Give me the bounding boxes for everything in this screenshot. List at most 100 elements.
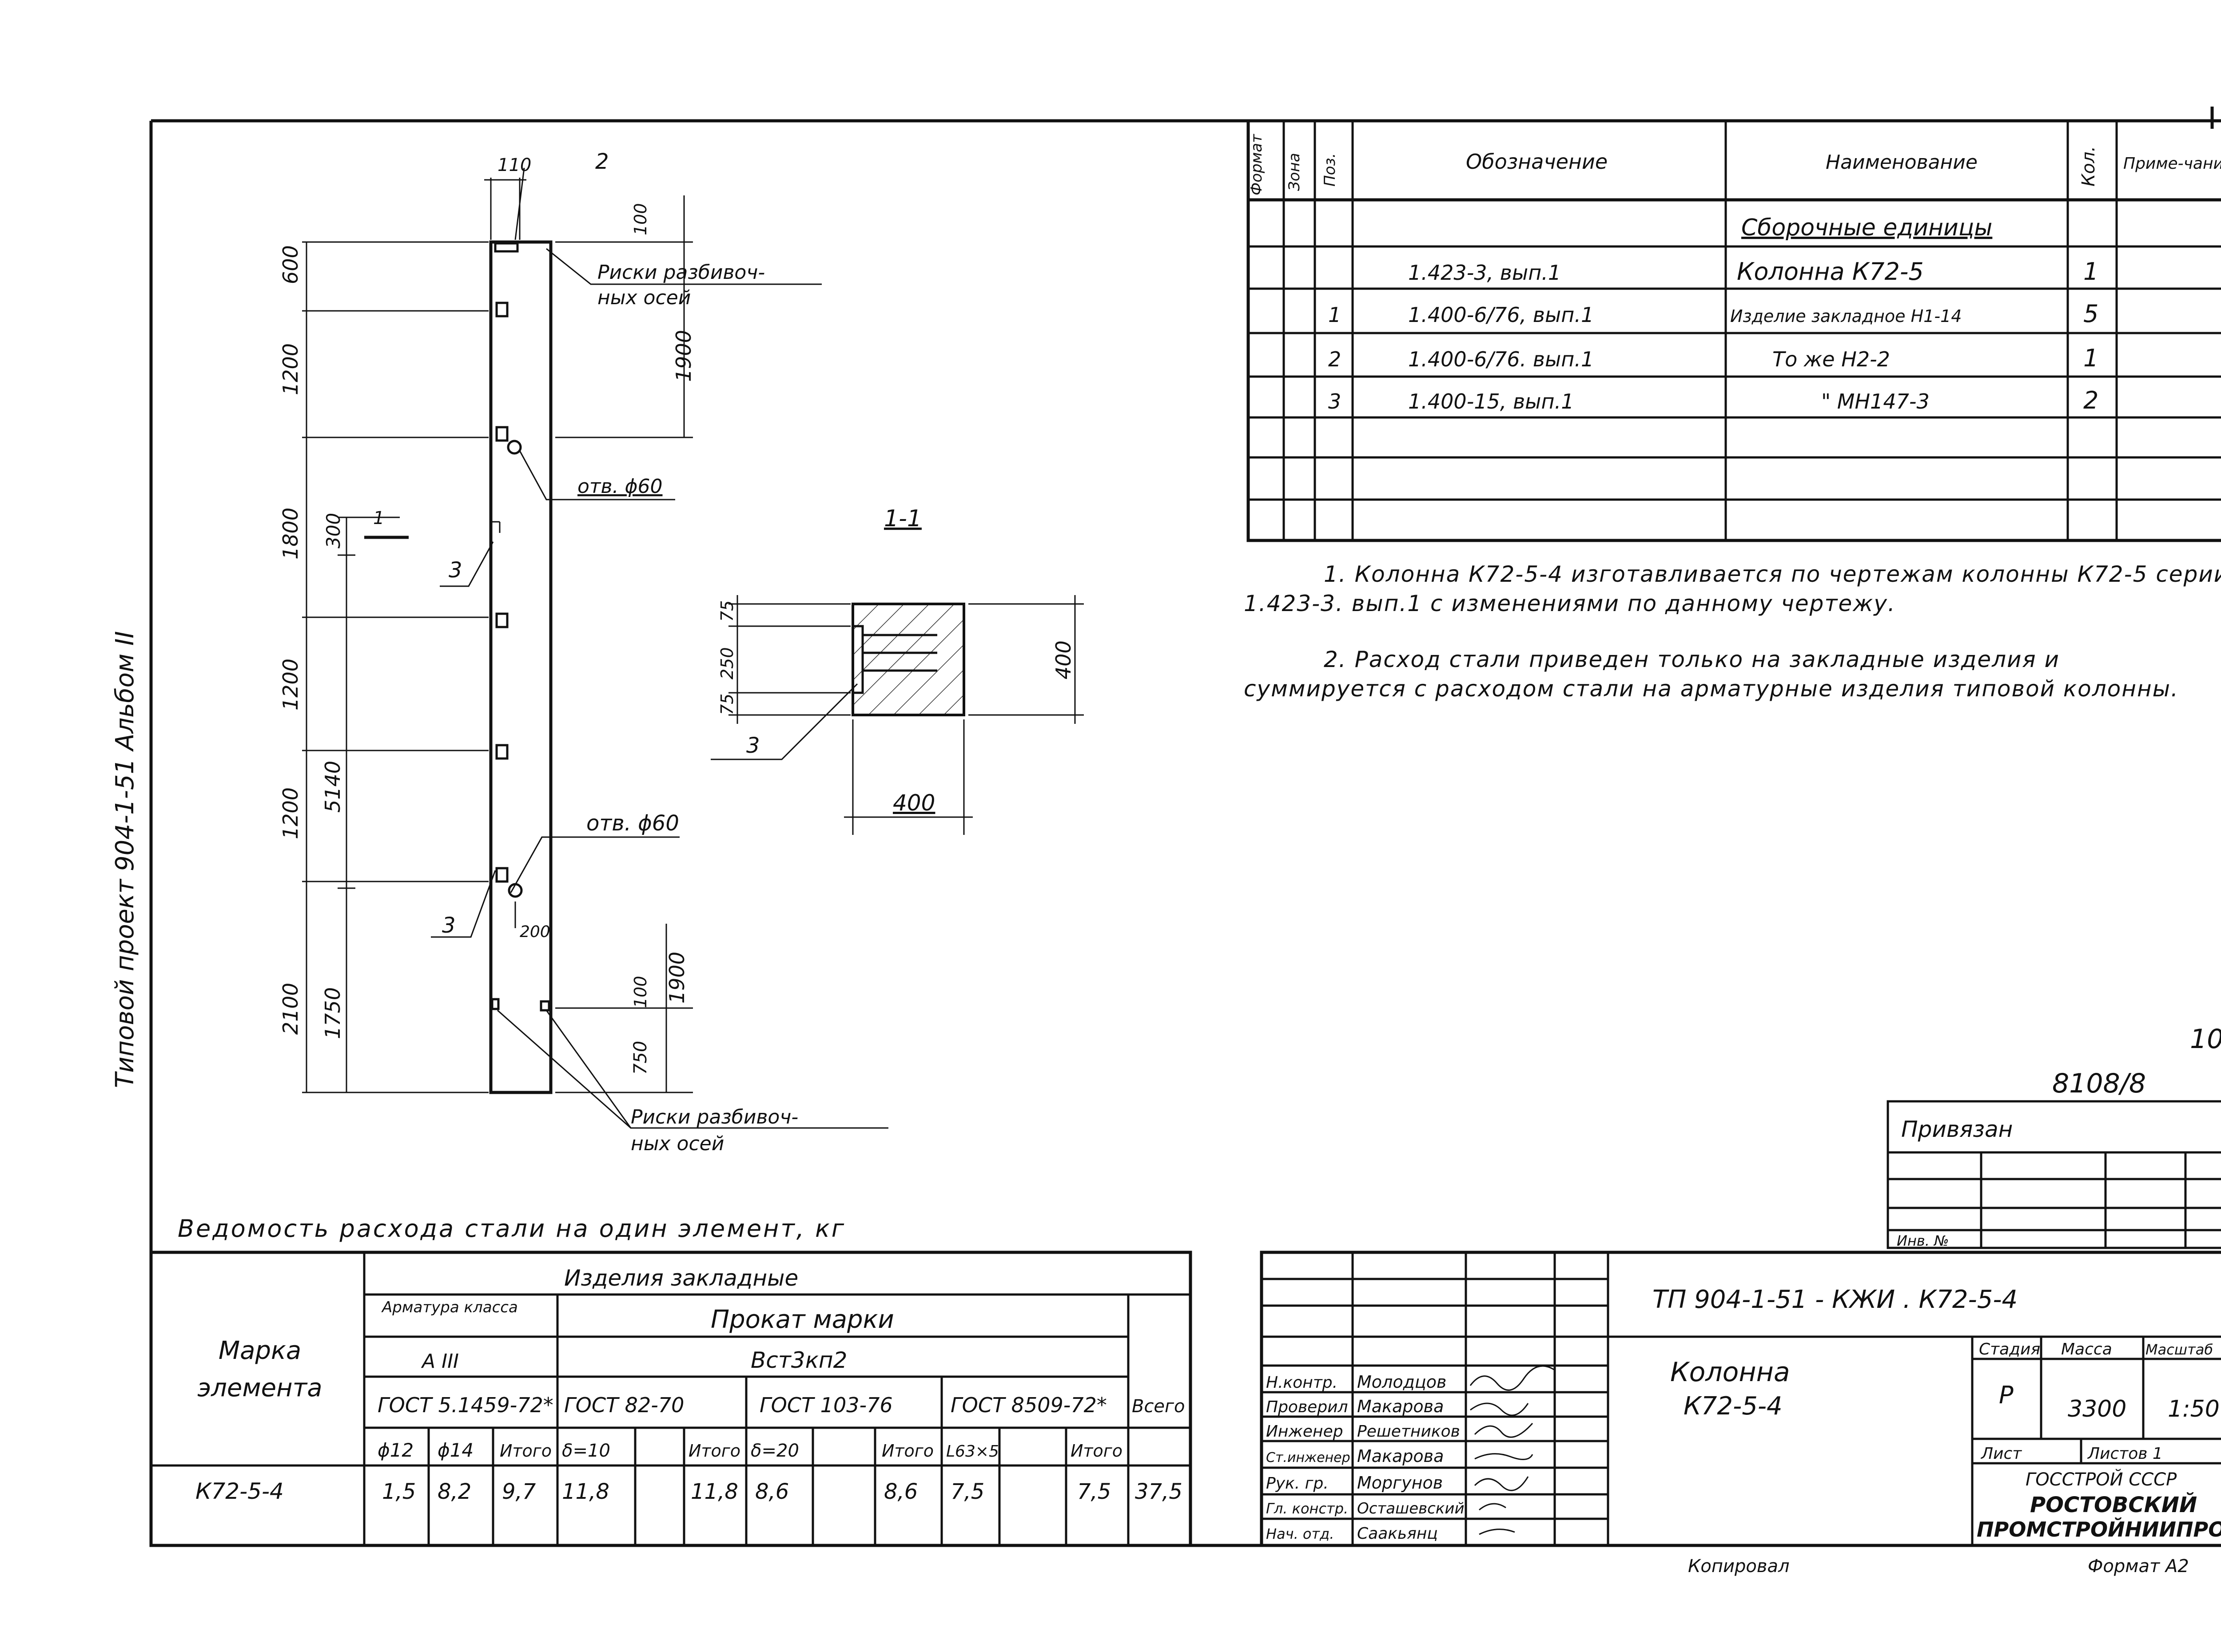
svg-text:Листов 1: Листов 1 bbox=[2087, 1445, 2163, 1463]
document-code: ТП 904-1-51 - КЖИ . К72-5-4 bbox=[1652, 1285, 2018, 1314]
svg-text:7,5: 7,5 bbox=[951, 1479, 984, 1504]
svg-text:1: 1 bbox=[2083, 258, 2098, 286]
section-1-1: 1-1 75 250 75 400 400 3 bbox=[711, 505, 1084, 835]
svg-text:3: 3 bbox=[1328, 389, 1341, 413]
svg-text:1: 1 bbox=[2083, 344, 2098, 372]
svg-text:Итого: Итого bbox=[689, 1441, 740, 1461]
notes: 1. Колонна К72-5-4 изготавливается по че… bbox=[1244, 561, 2221, 702]
hole-label-top: отв. ϕ60 bbox=[577, 475, 662, 498]
svg-text:200: 200 bbox=[520, 923, 550, 941]
svg-text:Решетников: Решетников bbox=[1357, 1422, 1460, 1441]
risks-label-top: Риски разбивоч- bbox=[597, 261, 765, 284]
svg-text:Вст3кп2: Вст3кп2 bbox=[751, 1347, 847, 1373]
svg-text:Саакьянц: Саакьянц bbox=[1357, 1525, 1438, 1543]
svg-text:Поз.: Поз. bbox=[1321, 153, 1339, 187]
svg-text:Привязан: Привязан bbox=[1901, 1116, 2013, 1142]
column-outline bbox=[489, 240, 553, 1094]
element-mark: К72-5-4 bbox=[195, 1478, 284, 1504]
svg-text:400: 400 bbox=[1051, 640, 1075, 679]
svg-text:К72-5-4: К72-5-4 bbox=[1684, 1392, 1783, 1421]
svg-text:Р: Р bbox=[1999, 1381, 2014, 1409]
svg-text:Итого: Итого bbox=[500, 1441, 552, 1461]
svg-text:2100: 2100 bbox=[279, 983, 303, 1035]
svg-text:100: 100 bbox=[631, 203, 650, 235]
svg-text:8,6: 8,6 bbox=[755, 1479, 789, 1504]
steel-table-title: Ведомость расхода стали на один элемент,… bbox=[178, 1215, 846, 1243]
svg-text:Итого: Итого bbox=[1071, 1441, 1122, 1461]
svg-text:1,5: 1,5 bbox=[382, 1479, 416, 1504]
svg-text:ГОСТ 82-70: ГОСТ 82-70 bbox=[564, 1393, 684, 1417]
svg-text:5: 5 bbox=[2083, 300, 2098, 328]
svg-text:9,7: 9,7 bbox=[502, 1479, 536, 1504]
risks-label-bottom: Риски разбивоч- bbox=[631, 1106, 798, 1128]
svg-text:1.400-15, вып.1: 1.400-15, вып.1 bbox=[1408, 389, 1574, 413]
svg-text:Копировал: Копировал bbox=[1688, 1556, 1790, 1577]
svg-text:ГОСТ 8509-72*: ГОСТ 8509-72* bbox=[951, 1393, 1107, 1417]
svg-text:8,2: 8,2 bbox=[438, 1479, 471, 1504]
svg-text:75: 75 bbox=[717, 694, 737, 715]
svg-text:750: 750 bbox=[630, 1041, 651, 1075]
svg-text:1200: 1200 bbox=[279, 787, 303, 839]
svg-text:37,5: 37,5 bbox=[1135, 1479, 1182, 1504]
svg-text:1: 1 bbox=[373, 508, 384, 528]
svg-text:Приме-чание: Приме-чание bbox=[2123, 155, 2221, 173]
svg-text:1200: 1200 bbox=[279, 659, 303, 711]
svg-text:1.400-6/76. вып.1: 1.400-6/76. вып.1 bbox=[1408, 347, 1594, 371]
column-elevation: 600 1200 1800 1200 1200 2100 300 5140 17… bbox=[279, 149, 888, 1155]
svg-text:Всего: Всего bbox=[1132, 1396, 1185, 1417]
svg-text:11,8: 11,8 bbox=[562, 1479, 609, 1504]
svg-text:1750: 1750 bbox=[321, 987, 345, 1039]
svg-text:Проверил: Проверил bbox=[1266, 1398, 1348, 1416]
steel-table: Изделия закладные Арматура класса Прокат… bbox=[149, 1251, 1192, 1547]
mark-header: Марка элемента bbox=[197, 1336, 322, 1402]
svg-text:А III: А III bbox=[421, 1350, 459, 1373]
svg-text:РОСТОВСКИЙ: РОСТОВСКИЙ bbox=[2030, 1492, 2197, 1517]
svg-text:1800: 1800 bbox=[279, 508, 303, 560]
svg-text:1:50: 1:50 bbox=[2168, 1396, 2220, 1422]
svg-text:ПРОМСТРОЙНИИПРОЕКТ: ПРОМСТРОЙНИИПРОЕКТ bbox=[1977, 1517, 2221, 1541]
svg-text:То же Н2-2: То же Н2-2 bbox=[1772, 347, 1890, 371]
svg-text:75: 75 bbox=[717, 600, 737, 622]
svg-text:5140: 5140 bbox=[321, 761, 345, 813]
svg-text:Наименование: Наименование bbox=[1826, 151, 1978, 174]
svg-text:3: 3 bbox=[449, 558, 462, 583]
svg-text:100: 100 bbox=[631, 976, 650, 1008]
svg-text:2: 2 bbox=[595, 149, 609, 174]
svg-text:Кол.: Кол. bbox=[2078, 146, 2099, 187]
svg-text:1.423-3, вып.1: 1.423-3, вып.1 bbox=[1408, 261, 1561, 285]
svg-text:Масштаб: Масштаб bbox=[2145, 1341, 2213, 1358]
svg-text:ГОСТ 103-76: ГОСТ 103-76 bbox=[760, 1393, 893, 1417]
svg-text:ϕ12: ϕ12 bbox=[378, 1439, 414, 1461]
title-block: ТП 904-1-51 - КЖИ . К72-5-4 Колонна К72-… bbox=[1260, 1251, 2221, 1577]
svg-text:Н.контр.: Н.контр. bbox=[1266, 1374, 1337, 1392]
svg-text:Колонна К72-5: Колонна К72-5 bbox=[1737, 258, 1924, 286]
svg-text:1900: 1900 bbox=[672, 330, 696, 382]
svg-text:Нач. отд.: Нач. отд. bbox=[1266, 1525, 1334, 1542]
svg-text:3: 3 bbox=[746, 733, 760, 758]
svg-text:10: 10 bbox=[2190, 1024, 2221, 1055]
svg-text:Итого: Итого bbox=[882, 1441, 934, 1461]
svg-text:8,6: 8,6 bbox=[884, 1479, 918, 1504]
svg-text:ϕ14: ϕ14 bbox=[438, 1439, 474, 1461]
svg-text:Молодцов: Молодцов bbox=[1357, 1372, 1446, 1392]
svg-text:7,5: 7,5 bbox=[1077, 1479, 1111, 1504]
note-2: 2. Расход стали приведен только на закла… bbox=[1244, 647, 2179, 702]
svg-text:δ=20: δ=20 bbox=[751, 1441, 799, 1461]
svg-text:400: 400 bbox=[893, 790, 935, 816]
svg-text:L63×5: L63×5 bbox=[946, 1442, 999, 1461]
svg-text:Формат А2: Формат А2 bbox=[2088, 1556, 2189, 1577]
svg-text:Осташевский: Осташевский bbox=[1357, 1500, 1465, 1517]
svg-text:Колонна: Колонна bbox=[1670, 1357, 1790, 1388]
svg-text:1900: 1900 bbox=[665, 952, 689, 1004]
svg-text:Масса: Масса bbox=[2061, 1340, 2112, 1358]
svg-text:3: 3 bbox=[442, 913, 456, 938]
svg-text:Макарова: Макарова bbox=[1357, 1397, 1444, 1416]
svg-text:Стадия: Стадия bbox=[1979, 1340, 2040, 1358]
hole-label-bottom: отв. ϕ60 bbox=[586, 811, 679, 836]
svg-text:Прокат марки: Прокат марки bbox=[711, 1305, 894, 1334]
svg-text:ных осей: ных осей bbox=[597, 286, 691, 309]
svg-text:Гл. констр.: Гл. констр. bbox=[1266, 1500, 1348, 1517]
svg-text:2: 2 bbox=[1328, 347, 1341, 371]
spec-section-title: Сборочные единицы bbox=[1741, 214, 1992, 241]
